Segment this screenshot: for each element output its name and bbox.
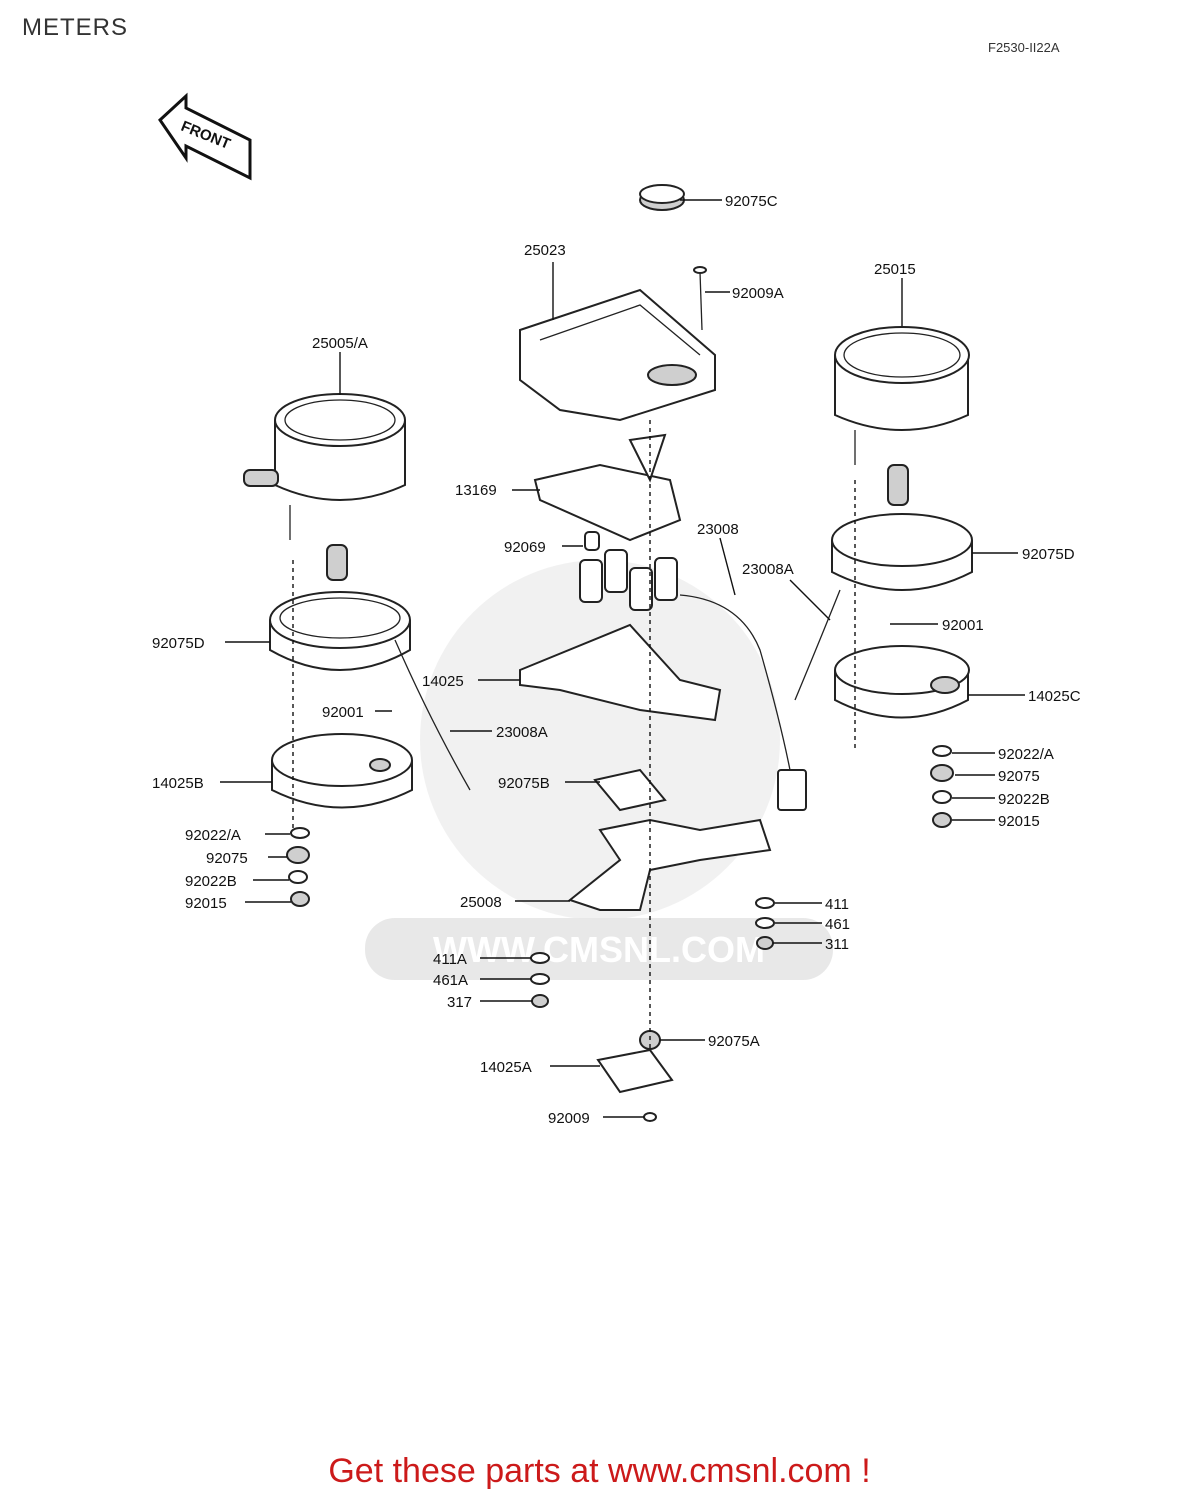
part-label: 25015 (874, 261, 916, 278)
bracket-14025 (519, 623, 722, 722)
part-label: 461 (825, 916, 850, 933)
meter-cushion-92075d-right (831, 464, 973, 591)
wire-23008a-right (794, 589, 841, 701)
leader-lines (220, 199, 1025, 1118)
part-label: 92075D (152, 635, 205, 652)
grommet-92075c (639, 184, 685, 211)
tachometer-25015 (834, 326, 970, 465)
part-label: 25005/A (312, 335, 368, 352)
hardware-stack-right (930, 745, 954, 828)
part-label: 92015 (998, 813, 1040, 830)
part-label: 23008A (742, 561, 794, 578)
part-label: 92009 (548, 1110, 590, 1127)
part-label: 92001 (322, 704, 364, 721)
part-label: 25023 (524, 242, 566, 259)
watermark-text: WWW.CMSNL.COM (433, 929, 765, 970)
hardware-stack-left (286, 827, 310, 907)
wire-23008a-left (394, 639, 471, 791)
part-label: 23008A (496, 724, 548, 741)
meter-stay-25008 (567, 818, 772, 911)
part-label: 23008 (697, 521, 739, 538)
watermark: WWW.CMSNL.COM (365, 560, 833, 980)
part-label: 411 (825, 896, 849, 913)
lamp-92069 (584, 531, 600, 551)
part-label: 92075A (708, 1033, 760, 1050)
part-label: 411A (433, 951, 467, 968)
part-labels: 92075C 25023 92009A 25015 25005/A 13169 … (152, 193, 1081, 1127)
footer-promo-text: Get these parts at www.cmsnl.com ! (328, 1452, 871, 1490)
page-title: METERS (22, 14, 129, 41)
part-label: 92075D (1022, 546, 1075, 563)
plate-14025a (596, 1048, 674, 1094)
part-label: 25008 (460, 894, 502, 911)
meter-bracket-25023 (519, 288, 716, 422)
meter-cushion-92075d-left (269, 544, 411, 671)
speedometer-25005a (243, 393, 406, 540)
part-label: 92009A (732, 285, 784, 302)
part-label: 92001 (942, 617, 984, 634)
part-label: 92069 (504, 539, 546, 556)
part-label: 92015 (185, 895, 227, 912)
exploded-parts-diagram: WWW.CMSNL.COM FRONT (152, 92, 1081, 1127)
part-label: 311 (825, 936, 849, 953)
part-label: 14025B (152, 775, 204, 792)
part-label: 92022B (185, 873, 237, 890)
part-label: 92022/A (185, 827, 241, 844)
screw-92009a (693, 266, 707, 331)
part-label: 13169 (455, 482, 497, 499)
part-label: 92075 (998, 768, 1040, 785)
part-label: 92075C (725, 193, 778, 210)
part-label: 14025C (1028, 688, 1081, 705)
part-label: 92075 (206, 850, 248, 867)
part-label: 92022B (998, 791, 1050, 808)
part-label: 317 (447, 994, 472, 1011)
figure-code: F2530-II22A (988, 40, 1060, 55)
plate-92075b (593, 768, 667, 812)
part-label: 14025 (422, 673, 464, 690)
part-label: 92075B (498, 775, 550, 792)
socket-assembly-23008 (579, 549, 807, 811)
meter-cover-14025b (271, 733, 413, 809)
part-label: 92022/A (998, 746, 1054, 763)
front-arrow-icon: FRONT (158, 92, 252, 181)
meter-cover-14025c (834, 645, 970, 719)
indicator-housing-13169 (533, 433, 682, 542)
part-label: 461A (433, 972, 468, 989)
part-label: 14025A (480, 1059, 532, 1076)
